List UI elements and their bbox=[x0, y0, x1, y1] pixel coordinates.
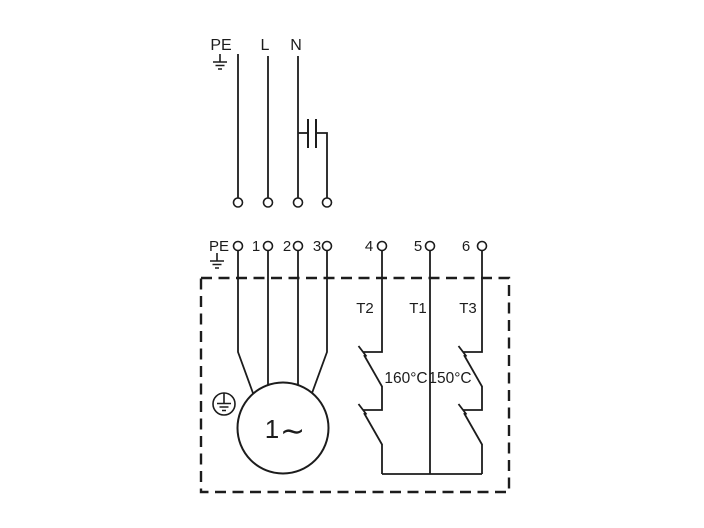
terminal-3-label: 3 bbox=[313, 238, 321, 255]
sensor-t1-label: T1 bbox=[409, 300, 427, 317]
supply-terminal-l bbox=[262, 197, 274, 208]
terminal-2 bbox=[292, 240, 304, 252]
terminal-5-label: 5 bbox=[414, 238, 422, 255]
capacitor-icon bbox=[298, 119, 328, 198]
incoming-power-section: PE L N bbox=[210, 37, 333, 208]
supply-pe-label: PE bbox=[210, 37, 231, 54]
sensor-t2-label: T2 bbox=[356, 300, 374, 317]
earth-ground-icon bbox=[210, 253, 224, 269]
thermal-switch-t3 bbox=[457, 250, 483, 474]
terminal-pe-label: PE bbox=[209, 238, 229, 255]
terminal-2-label: 2 bbox=[283, 238, 291, 255]
terminal-pe bbox=[232, 240, 244, 252]
thermal-switch-t2 bbox=[357, 250, 383, 474]
terminal-4 bbox=[376, 240, 388, 252]
earth-ground-icon bbox=[213, 54, 227, 70]
supply-terminal-n bbox=[292, 197, 304, 208]
terminal-1-label: 1 bbox=[252, 238, 260, 255]
motor-phase-number: 1 bbox=[265, 414, 279, 444]
motor-phase-symbol: ∼ bbox=[280, 415, 305, 448]
pump-enclosure: 1 ∼ T2 T1 T3 160°C 150°C bbox=[199, 250, 511, 494]
trip-temp-150: 150°C bbox=[428, 370, 471, 387]
terminal-5 bbox=[424, 240, 436, 252]
terminal-strip: PE 1 2 3 4 5 6 bbox=[209, 238, 488, 269]
supply-terminal-cap bbox=[321, 197, 333, 208]
supply-terminal-pe bbox=[232, 197, 244, 208]
motor-lead-pe bbox=[237, 250, 255, 395]
terminal-6 bbox=[476, 240, 488, 252]
terminal-4-label: 4 bbox=[365, 238, 373, 255]
sensor-t3-label: T3 bbox=[459, 300, 477, 317]
motor-circle bbox=[236, 381, 330, 475]
protective-earth-circle-icon bbox=[212, 392, 236, 416]
supply-live-label: L bbox=[261, 37, 270, 54]
motor-lead-3 bbox=[310, 250, 328, 395]
terminal-1 bbox=[262, 240, 274, 252]
enclosure-dashed-border bbox=[199, 276, 511, 494]
terminal-6-label: 6 bbox=[462, 238, 470, 255]
terminal-3 bbox=[321, 240, 333, 252]
trip-temp-160: 160°C bbox=[384, 370, 427, 387]
supply-neutral-label: N bbox=[290, 37, 302, 54]
